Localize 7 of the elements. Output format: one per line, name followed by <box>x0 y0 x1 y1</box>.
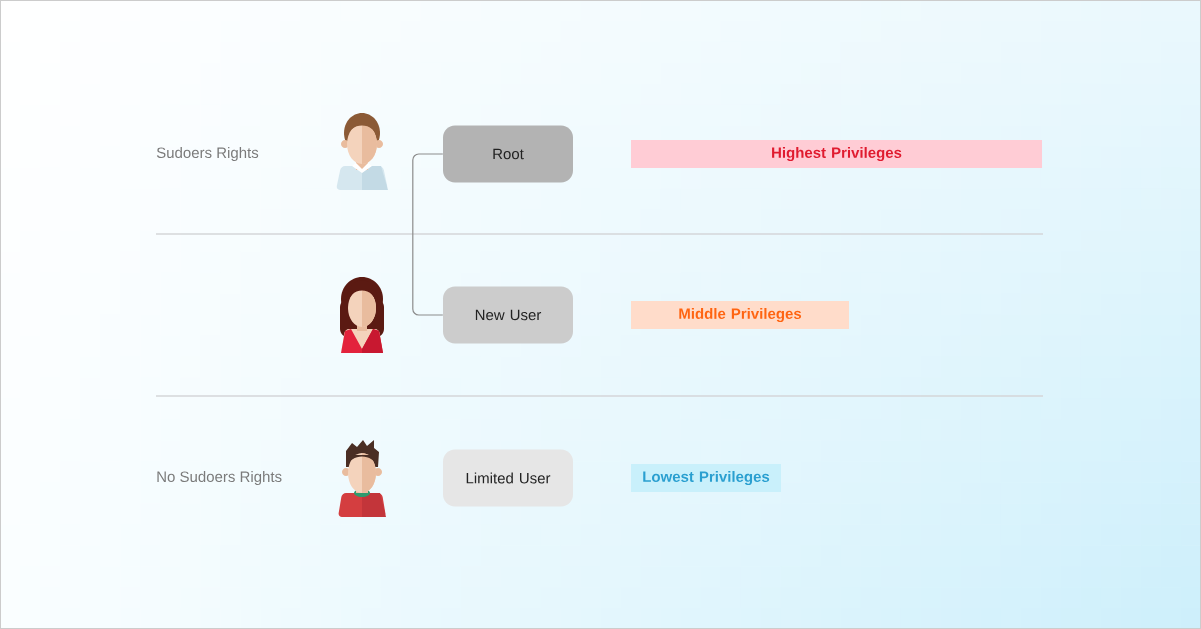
connector-line <box>412 153 444 316</box>
rounded-box: Limited User <box>443 449 573 507</box>
row-label: No Sudoers Rights <box>157 471 282 485</box>
rounded-box: New User <box>443 286 573 344</box>
rounded-box: Root <box>443 125 573 183</box>
row-label: Sudoers Rights <box>156 147 259 161</box>
highlight-bar: Highest Privileges <box>631 140 1042 168</box>
